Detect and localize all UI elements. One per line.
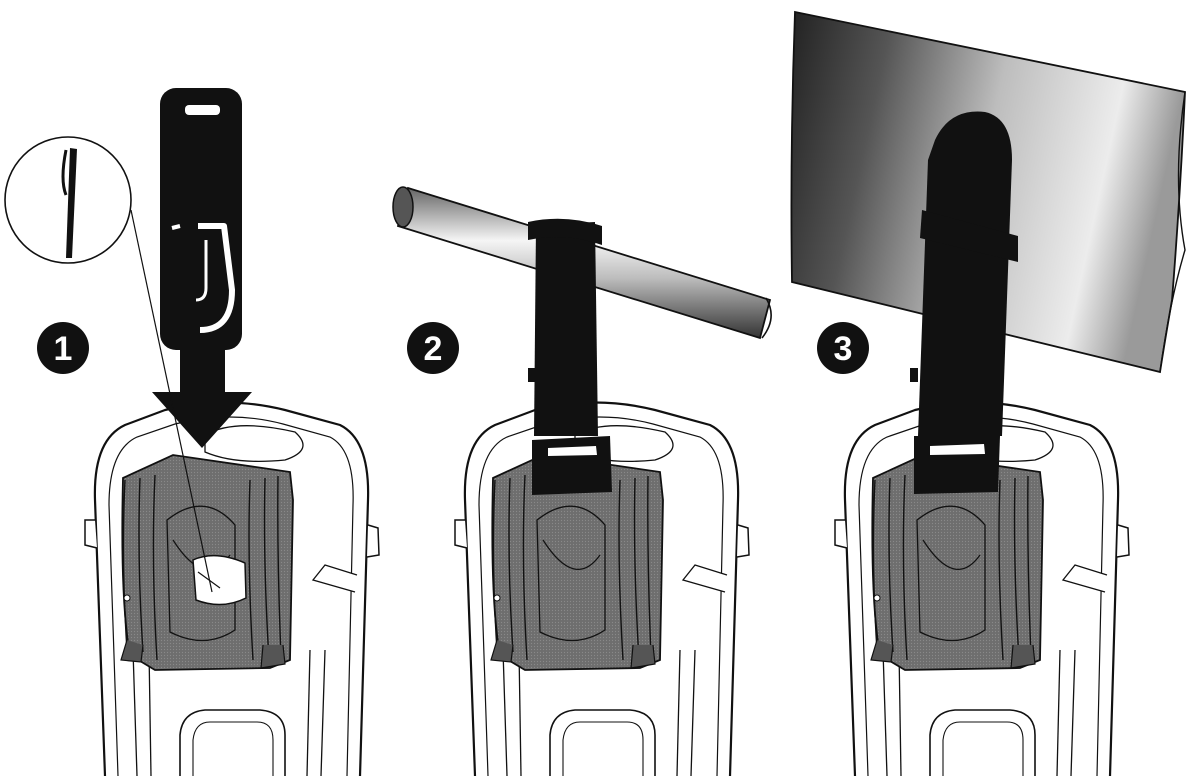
step-number-2: 2 [407, 322, 459, 374]
step-number-1: 1 [37, 322, 89, 374]
clip-slot-window [192, 554, 247, 606]
hanger-strap-1 [160, 88, 242, 350]
step-number-3: 3 [817, 322, 869, 374]
step-2-panel: 2 [392, 186, 772, 776]
detail-magnifier [4, 136, 213, 593]
hanger-strap-3 [910, 111, 1018, 494]
step-3-panel: 3 [790, 10, 1186, 776]
hanger-strap-2 [528, 218, 612, 495]
svg-text:2: 2 [424, 330, 443, 368]
step-1-panel: 1 [4, 88, 381, 776]
svg-text:3: 3 [834, 330, 853, 368]
insert-arrow [152, 350, 252, 448]
svg-text:1: 1 [54, 330, 73, 368]
